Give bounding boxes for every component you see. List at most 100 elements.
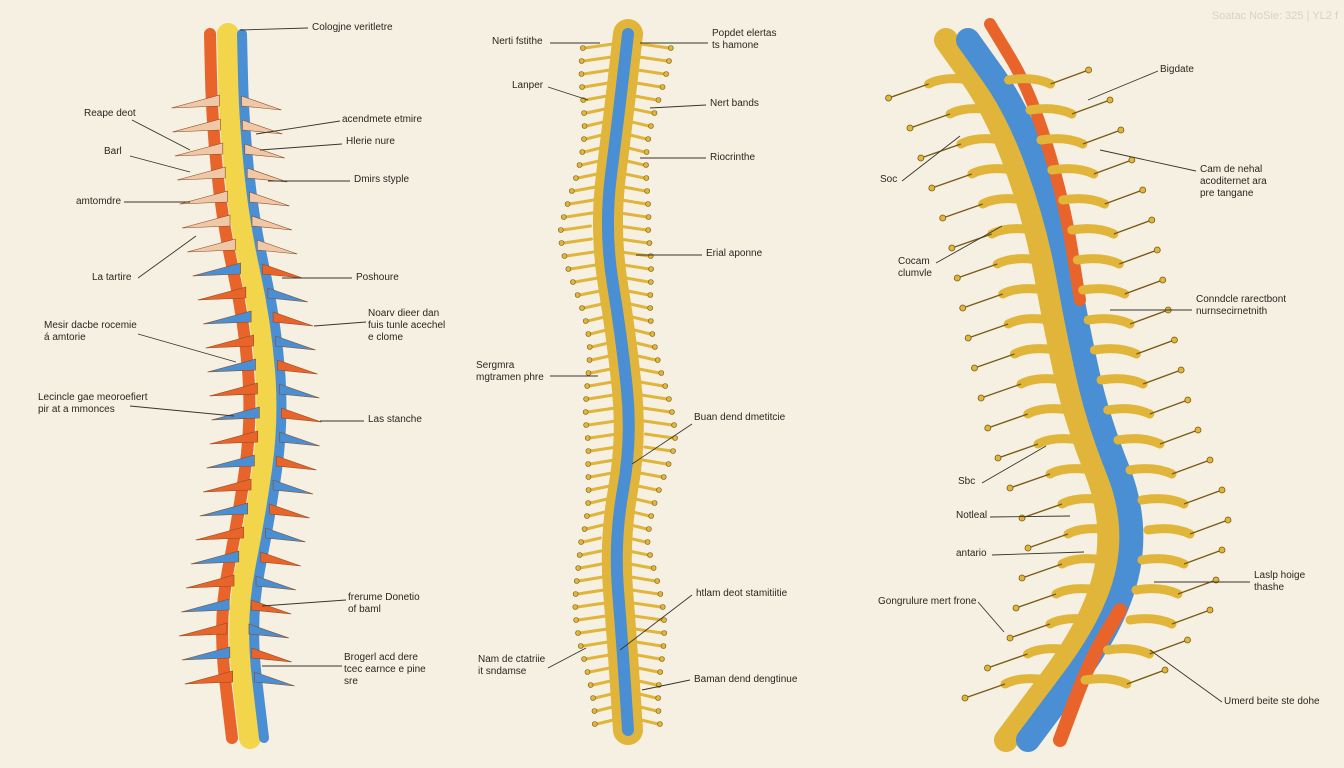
middle-rib-process [584,133,604,141]
right-nerve-fiber [1142,369,1182,385]
middle-annotation-label: Popdet elertas ts hamone [712,28,777,51]
left-annotation-label: amtomdre [76,196,122,207]
right-blue-cord [956,28,1144,752]
middle-process-tip [565,266,572,272]
left-annotation-label: Lecincle gae meoroefiert pir at a mmonce… [38,392,148,415]
right-fiber-tip [1148,216,1156,224]
left-spine-process [181,598,230,613]
middle-rib-process [634,341,655,349]
right-fiber-tip [906,124,914,132]
middle-process-tip [658,370,665,376]
middle-rib-process [591,679,613,687]
leader-line [991,551,1085,556]
middle-process-tip [655,97,662,103]
left-spine-process [242,119,283,135]
right-nerve-fiber [957,263,998,279]
right-nerve-fiber [1093,159,1133,175]
left-spine-process [171,94,220,109]
middle-process-tip [581,526,588,532]
middle-process-tip [651,110,658,116]
right-annotation-label: Gongrulure mert frone [878,596,977,607]
middle-process-tip [648,513,654,519]
middle-rib-process [632,328,652,336]
left-spine-process [254,671,295,687]
left-yellow-nerve-strand [217,23,279,749]
middle-process-tip [580,45,586,51]
right-vertebra-arm [1072,254,1124,269]
left-spine-process [250,599,292,615]
middle-rib-process [576,172,599,180]
right-fiber-tip [1159,276,1167,284]
middle-rib-process [620,198,648,206]
left-spine-process [209,430,259,445]
left-spine-process [255,575,297,591]
middle-process-tip [581,123,588,129]
middle-process-tip [581,136,587,142]
middle-annotation-label: Nert bands [710,98,759,109]
left-annotation-label: acendmete etmire [342,114,423,125]
middle-process-tip [666,396,672,402]
middle-rib-process [564,250,596,258]
middle-process-tip [560,214,567,220]
middle-process-tip [646,526,652,532]
left-annotation-label: La tartire [92,272,132,283]
right-fiber-tip [1224,516,1232,524]
middle-process-tip [576,552,583,558]
right-vertebra-arm [987,224,1039,239]
middle-rib-process [586,419,618,427]
middle-rib-process [637,55,669,63]
middle-process-tip [665,461,672,467]
right-nerve-fiber [1149,399,1189,415]
right-fiber-tip [1218,546,1226,554]
middle-rib-process [629,523,649,531]
right-fiber-tip [1184,636,1191,644]
right-nerve-fiber [1050,69,1089,85]
right-fiber-tip [964,334,972,342]
right-fiber-tip [959,304,967,312]
left-annotation-label: Cologjne veritletre [312,22,393,33]
right-vertebra-arm [1078,284,1130,299]
middle-process-tip [643,149,650,155]
middle-process-tip [577,643,584,649]
middle-process-tip [645,214,652,220]
right-fiber-tip [971,364,978,372]
right-fiber-tip [984,664,991,672]
left-spine-process [275,335,316,351]
leader-line [1149,649,1223,703]
left-spine-process [262,263,303,279]
middle-process-tip [575,630,581,636]
left-annotation-label: Reape deot [84,108,136,119]
middle-rib-process [633,627,664,635]
middle-rib-process [617,224,648,232]
middle-rib-process [636,354,658,362]
middle-rib-process [618,211,649,219]
right-nerve-fiber [1113,219,1153,235]
leader-line [137,333,237,363]
middle-process-tip [581,110,587,116]
right-nerve-fiber [1021,503,1063,519]
middle-rib-process [562,237,593,245]
middle-rib-process [626,536,648,544]
right-nerve-fiber [1009,623,1051,639]
middle-process-tip [576,162,583,168]
middle-process-tip [568,188,575,194]
left-spine-process [211,406,260,421]
right-nerve-fiber [1189,519,1229,535]
right-nerve-fiber [1171,459,1211,475]
middle-rib-process [581,68,612,76]
middle-rib-process [582,55,613,63]
right-fiber-tip [1153,246,1161,254]
right-vertebra-arm [1057,554,1109,569]
middle-process-tip [579,305,585,311]
left-spine-process [195,526,244,541]
right-fiber-tip [1024,544,1032,552]
middle-process-tip [645,201,651,207]
right-vertebra-arm [1125,464,1177,479]
right-fiber-tip [1194,426,1202,434]
right-fiber-tip [961,694,969,702]
left-spine-process [244,143,285,159]
middle-process-tip [659,604,666,610]
middle-annotation-label: Erial aponne [706,248,763,259]
middle-process-tip [660,643,667,649]
